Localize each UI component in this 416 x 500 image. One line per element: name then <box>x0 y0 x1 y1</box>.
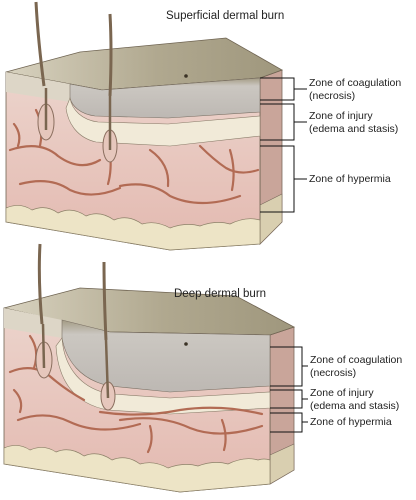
pore-mark <box>184 342 188 346</box>
fat-layer <box>3 445 271 493</box>
hair-follicles <box>34 1 118 163</box>
deep-burn-title: Deep dermal burn <box>174 288 267 300</box>
pore-mark <box>184 74 188 78</box>
superficial-burn-block <box>5 1 283 251</box>
superficial-brackets <box>260 77 307 213</box>
blood-vessels <box>8 334 264 454</box>
deep-hypermia-label: Zone of hypermia <box>310 416 392 428</box>
blood-vessels <box>8 108 260 205</box>
deep-burn-block <box>3 243 296 493</box>
superficial-coagulation-label: Zone of coagulation (necrosis) <box>309 77 402 102</box>
epidermis-layer <box>6 72 70 102</box>
deep-coagulation-label: Zone of coagulation (necrosis) <box>310 354 403 379</box>
superficial-burn-title: Superficial dermal burn <box>166 10 285 22</box>
necrosis-zone <box>61 319 271 393</box>
fat-layer <box>5 205 261 251</box>
epidermis-layer <box>4 308 62 338</box>
hair-follicles <box>35 243 116 411</box>
deep-brackets <box>270 346 308 433</box>
superficial-injury-label: Zone of injury (edema and stasis) <box>309 110 399 135</box>
deep-injury-label: Zone of injury (edema and stasis) <box>310 387 400 412</box>
superficial-hypermia-label: Zone of hypermia <box>309 173 391 185</box>
